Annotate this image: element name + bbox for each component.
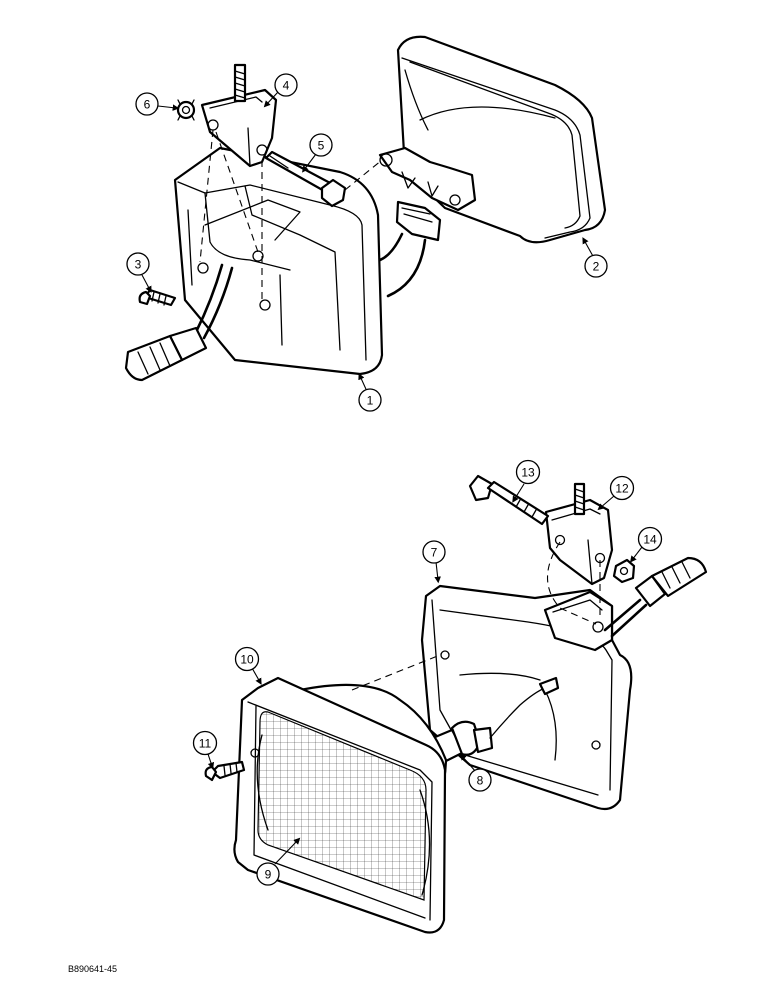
callout-8: 8	[459, 753, 492, 792]
callout-1: 1	[358, 372, 382, 412]
wire-harness-upper	[124, 263, 234, 382]
callout-label: 6	[144, 98, 151, 112]
lamp-connector-upper	[378, 200, 442, 298]
lock-nut-lower	[612, 558, 636, 584]
assembly-lines-lower	[351, 541, 601, 691]
callout-label: 2	[593, 260, 600, 274]
housing-lower	[420, 584, 633, 811]
bolt-upper	[264, 150, 347, 208]
callout-label: 10	[240, 653, 254, 667]
callout-label: 13	[521, 466, 535, 480]
callout-2: 2	[582, 237, 608, 278]
callout-label: 7	[431, 546, 438, 560]
mounting-bracket-upper	[200, 63, 278, 168]
callout-label: 3	[135, 258, 142, 272]
callout-6: 6	[135, 92, 180, 116]
callout-label: 9	[265, 868, 272, 882]
screw-upper	[138, 288, 177, 307]
lamp-upper	[378, 35, 607, 244]
callout-label: 11	[199, 737, 212, 751]
callout-label: 8	[477, 774, 484, 788]
callout-3: 3	[126, 252, 152, 293]
figure-id: B890641-45	[68, 964, 117, 974]
callout-13: 13	[512, 459, 541, 503]
callout-label: 4	[283, 79, 290, 93]
bolt-lower	[468, 474, 550, 526]
mounting-bracket-lower	[544, 482, 614, 586]
callout-label: 14	[643, 533, 657, 547]
connector-lower	[603, 556, 708, 638]
assembly-lines-upper	[199, 129, 383, 300]
callout-7: 7	[422, 540, 446, 584]
callout-10: 10	[234, 646, 262, 685]
lock-nut-upper	[176, 99, 196, 121]
callout-11: 11	[192, 730, 218, 770]
lens-assembly	[233, 676, 448, 934]
callout-12: 12	[597, 475, 635, 511]
callout-5: 5	[302, 133, 333, 173]
callout-14: 14	[629, 526, 663, 563]
callout-label: 1	[367, 394, 374, 408]
callout-4: 4	[263, 73, 298, 108]
callout-9: 9	[256, 837, 301, 886]
callout-label: 12	[615, 482, 629, 496]
callout-label: 5	[318, 139, 325, 153]
housing-upper	[173, 146, 384, 376]
